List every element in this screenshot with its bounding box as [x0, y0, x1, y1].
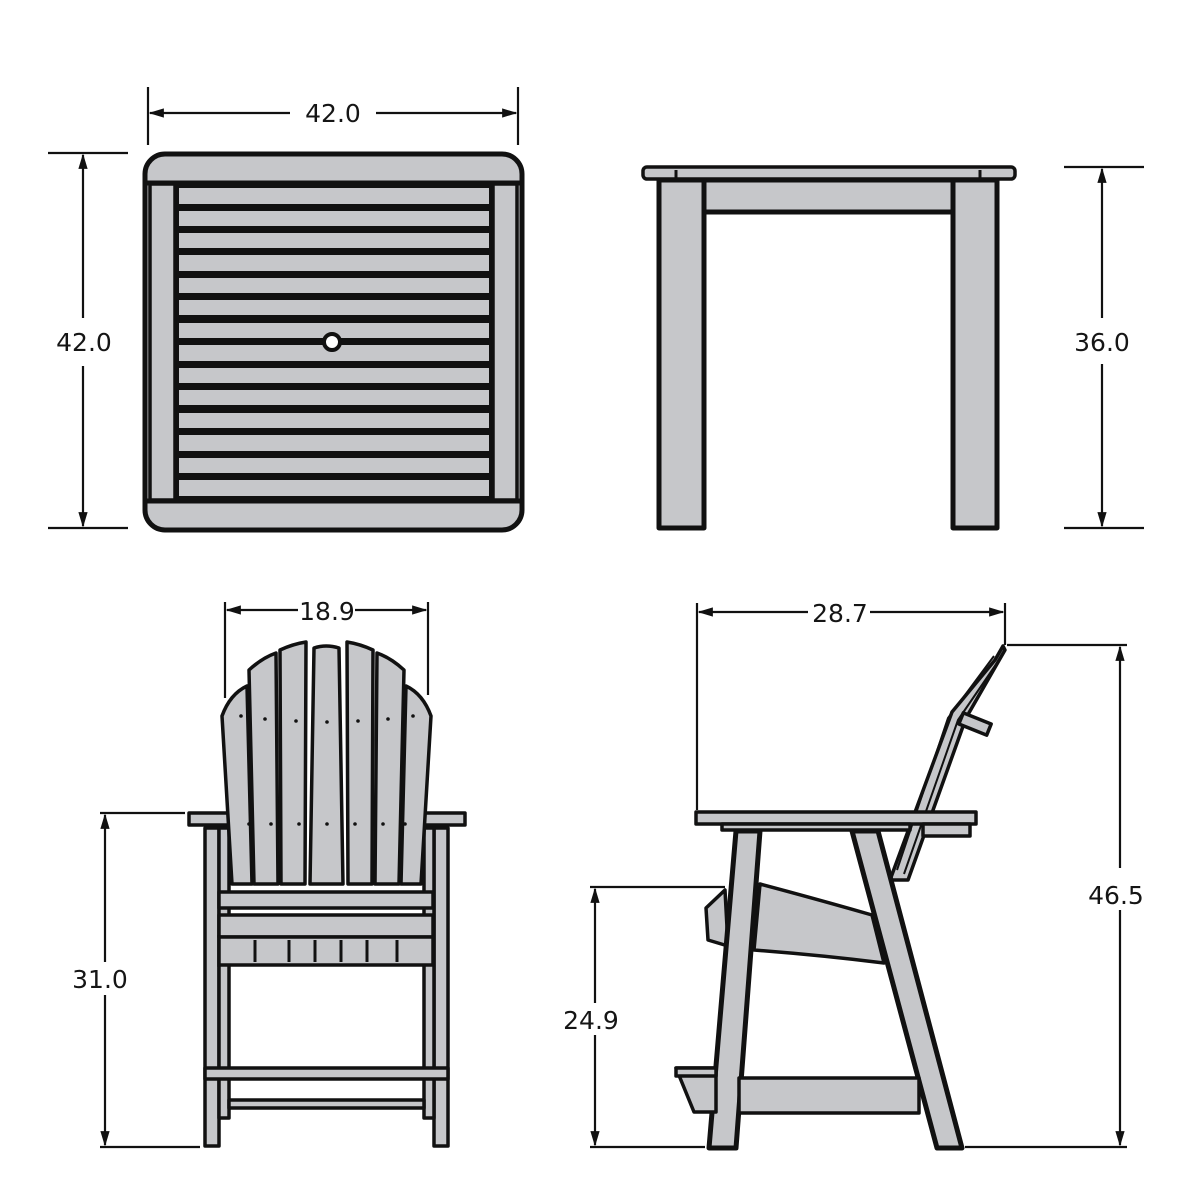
- armrest-left: [187, 811, 231, 827]
- seat-slat: [217, 913, 435, 939]
- chair-front-view: 18.9: [72, 597, 467, 1149]
- table-apron: [701, 177, 957, 215]
- back-brace: [957, 711, 993, 737]
- chair-back-side: [888, 644, 1007, 882]
- chair-lower-stretcher: [227, 1098, 426, 1110]
- table-width-dimension: 42.0: [146, 87, 520, 145]
- chair-seat-height-dimension: 24.9: [563, 885, 725, 1149]
- armrest-right: [422, 811, 467, 827]
- table-leg-left: [656, 177, 707, 531]
- seat-front-rail: [217, 890, 435, 910]
- table-top-view: 42.0 42.0: [48, 87, 525, 533]
- armrest-support: [921, 822, 972, 838]
- tabletop-top: [142, 151, 525, 533]
- tabletop-slats: [179, 188, 489, 496]
- chair-front-leg-side: [706, 828, 763, 1151]
- chair-front-leg-left: [203, 826, 221, 1148]
- chair-seat-height-label: 24.9: [563, 1006, 619, 1035]
- table-leg-right: [950, 177, 1000, 531]
- table-depth-dimension: 42.0: [48, 151, 128, 530]
- chair-arm-height-dimension: 31.0: [72, 811, 200, 1149]
- chair-side-view: 28.7 46.5: [563, 599, 1144, 1151]
- side-armrest: [694, 810, 978, 826]
- chair-depth-label: 28.7: [812, 599, 868, 628]
- chair-seat-side: [752, 882, 886, 965]
- chair-arm-height-label: 31.0: [72, 965, 128, 994]
- chair-footrest: [203, 1066, 450, 1081]
- chair-back-width-dimension: 18.9: [223, 597, 430, 698]
- table-side-view: 36.0: [641, 165, 1144, 531]
- table-depth-label: 42.0: [56, 328, 112, 357]
- table-height-label: 36.0: [1074, 328, 1130, 357]
- chair-overall-height-dimension: 46.5: [965, 643, 1144, 1149]
- chair-front-leg-right: [432, 826, 450, 1148]
- table-width-label: 42.0: [305, 99, 361, 128]
- side-footrest-rail: [737, 1076, 921, 1115]
- tabletop-edge: [641, 165, 1017, 181]
- chair-rear-leg-side: [849, 828, 965, 1151]
- chair-back-slats: [220, 640, 433, 886]
- chair-depth-dimension: 28.7: [695, 599, 1007, 810]
- chair-back-width-label: 18.9: [299, 597, 355, 626]
- table-height-dimension: 36.0: [1064, 165, 1144, 530]
- umbrella-hole-icon: [322, 332, 342, 352]
- chair-overall-height-label: 46.5: [1088, 881, 1144, 910]
